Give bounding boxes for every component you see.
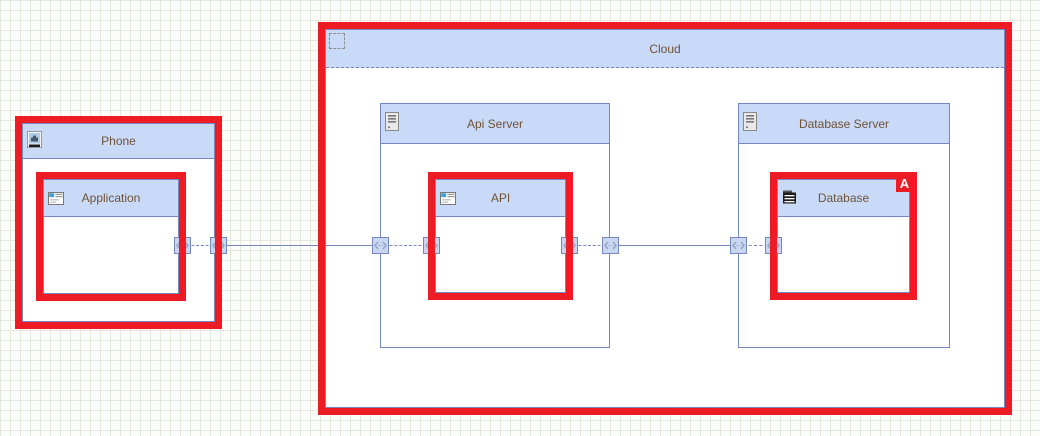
phone-icon: [27, 127, 42, 162]
server-icon: [743, 107, 757, 147]
database-server-label: Database Server: [798, 117, 890, 131]
bidirectional-arrow-icon: [563, 241, 576, 250]
bidirectional-arrow-icon: [176, 241, 189, 250]
cloud-header[interactable]: Cloud: [326, 30, 1004, 68]
connector-line[interactable]: [738, 245, 773, 246]
bidirectional-arrow-icon: [212, 241, 225, 250]
database-node[interactable]: Database: [777, 179, 910, 293]
api-server-header[interactable]: Api Server: [381, 104, 609, 144]
phone-header[interactable]: Phone: [23, 124, 214, 159]
connection-anchor[interactable]: [765, 237, 782, 254]
connection-anchor[interactable]: [423, 237, 440, 254]
bidirectional-arrow-icon: [374, 241, 387, 250]
connector-line[interactable]: [380, 245, 431, 246]
database-header[interactable]: Database: [778, 180, 909, 217]
connection-anchor[interactable]: [602, 237, 619, 254]
database-server-header[interactable]: Database Server: [739, 104, 949, 144]
api-server-label: Api Server: [466, 117, 524, 131]
application-label: Application: [81, 191, 141, 205]
bidirectional-arrow-icon: [767, 241, 780, 250]
bidirectional-arrow-icon: [732, 241, 745, 250]
connector-line[interactable]: [182, 245, 218, 246]
api-label: API: [490, 191, 511, 205]
connection-anchor[interactable]: [174, 237, 191, 254]
annotation-badge: A: [896, 175, 913, 192]
application-window-icon: [48, 183, 64, 220]
phone-label: Phone: [101, 134, 136, 148]
api-node[interactable]: API: [435, 179, 566, 293]
connector-line[interactable]: [218, 245, 380, 246]
bidirectional-arrow-icon: [425, 241, 438, 250]
cloud-label: Cloud: [649, 42, 681, 56]
server-icon: [385, 107, 399, 147]
connection-anchor[interactable]: [561, 237, 578, 254]
connector-line[interactable]: [569, 245, 610, 246]
database-label: Database: [817, 191, 870, 205]
application-window-icon: [440, 183, 456, 220]
collapse-toggle-icon[interactable]: [329, 33, 345, 49]
bidirectional-arrow-icon: [604, 241, 617, 250]
database-icon: [782, 183, 797, 220]
connector-line[interactable]: [610, 245, 738, 246]
connection-anchor[interactable]: [372, 237, 389, 254]
connection-anchor[interactable]: [210, 237, 227, 254]
api-header[interactable]: API: [436, 180, 565, 217]
application-header[interactable]: Application: [44, 180, 178, 217]
application-node[interactable]: Application: [43, 179, 179, 294]
connection-anchor[interactable]: [730, 237, 747, 254]
